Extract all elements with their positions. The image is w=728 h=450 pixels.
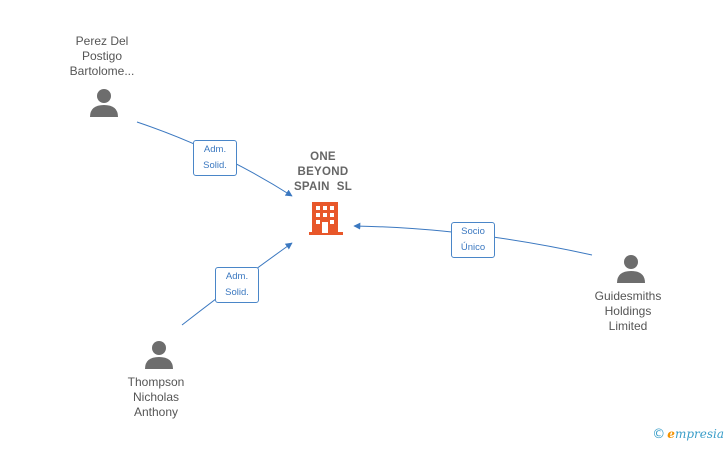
relation-label-thompson[interactable]: Adm. Solid.: [215, 267, 259, 303]
empresia-logo: ©empresia: [652, 427, 724, 442]
company-name-line: SPAIN SL: [293, 181, 353, 193]
brand-initial: e: [667, 427, 675, 441]
person-name-thompson[interactable]: Thompson Nicholas Anthony: [104, 375, 208, 420]
building-icon[interactable]: [309, 200, 343, 236]
copyright-symbol: ©: [652, 427, 666, 442]
relation-label-line: Socio: [461, 226, 485, 237]
person-icon[interactable]: [616, 254, 646, 284]
person-name-guidesmiths[interactable]: Guidesmiths Holdings Limited: [576, 289, 680, 334]
person-name-line: Limited: [608, 319, 648, 333]
company-name-line: BEYOND: [297, 166, 349, 178]
person-name-line: Guidesmiths: [594, 289, 662, 303]
person-name-line: Holdings: [604, 304, 652, 318]
person-name-line: Perez Del: [75, 34, 129, 48]
relation-label-line: Solid.: [203, 160, 227, 171]
person-name-line: Anthony: [133, 405, 179, 419]
relation-label-line: Adm.: [225, 271, 249, 282]
person-icon[interactable]: [144, 340, 174, 370]
company-name-line: ONE: [310, 151, 336, 163]
relation-label-guidesmiths[interactable]: Socio Único: [451, 222, 495, 258]
relation-label-perez[interactable]: Adm. Solid.: [193, 140, 237, 176]
brand-rest: mpresia: [674, 427, 724, 441]
person-name-line: Thompson: [127, 375, 185, 389]
company-name[interactable]: ONE BEYOND SPAIN SL: [283, 150, 363, 195]
person-name-line: Postigo: [81, 49, 123, 63]
person-name-line: Bartolome...: [69, 64, 135, 78]
relation-label-line: Solid.: [225, 287, 249, 298]
person-name-perez[interactable]: Perez Del Postigo Bartolome...: [50, 34, 154, 79]
relation-label-line: Único: [460, 242, 486, 253]
person-icon[interactable]: [89, 88, 119, 118]
person-name-line: Nicholas: [132, 390, 180, 404]
relation-label-line: Adm.: [203, 144, 227, 155]
